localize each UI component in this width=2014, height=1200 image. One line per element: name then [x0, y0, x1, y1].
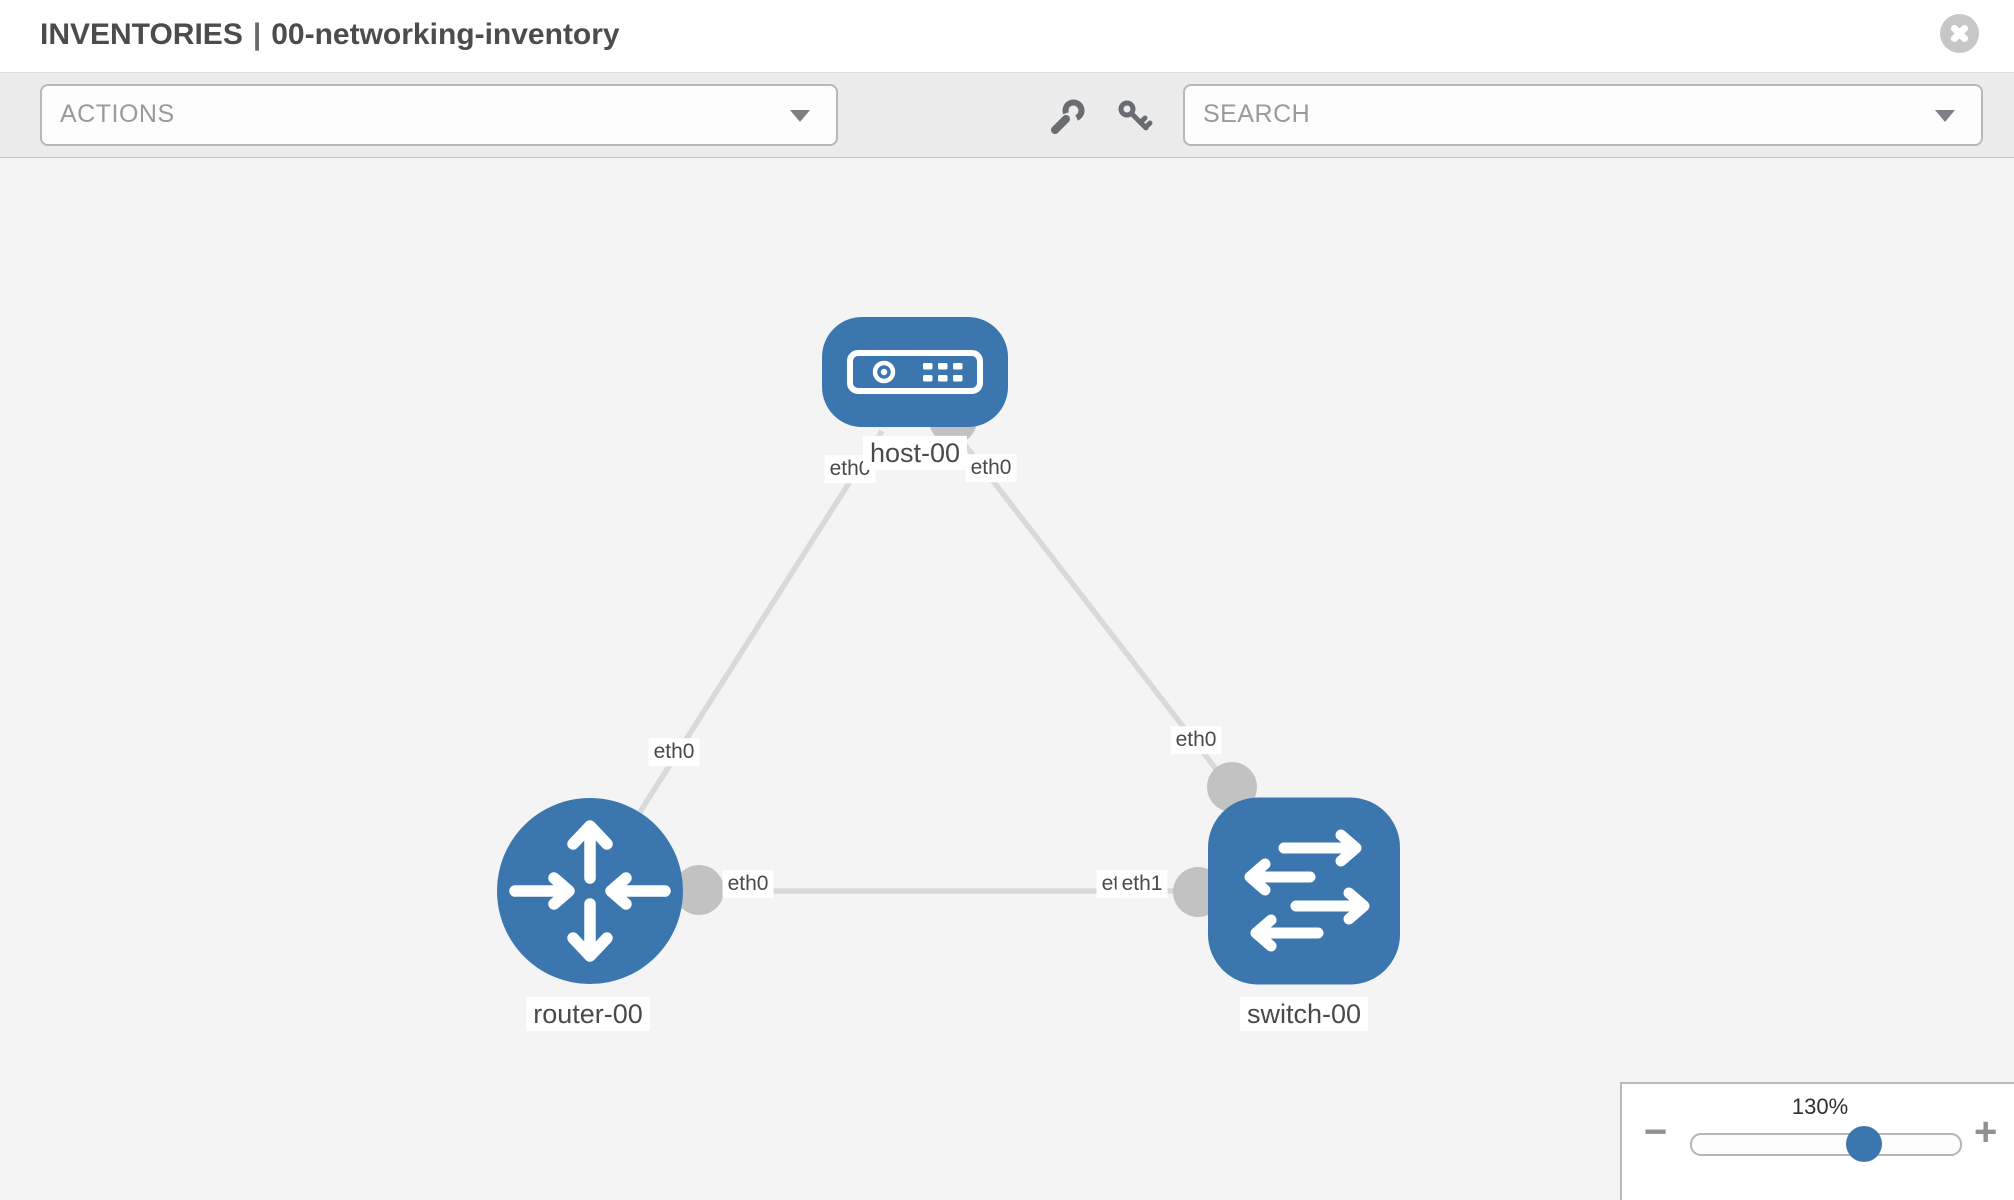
key-icon — [1118, 100, 1153, 131]
close-button[interactable] — [1940, 14, 1979, 53]
page-title: INVENTORIES | 00-networking-inventory — [40, 18, 620, 52]
node-switch-00[interactable] — [1208, 797, 1400, 985]
inventory-name: 00-networking-inventory — [271, 18, 620, 51]
page-header: INVENTORIES | 00-networking-inventory — [0, 0, 2014, 73]
credentials-key-button[interactable] — [1113, 97, 1157, 137]
zoom-out-button[interactable]: − — [1644, 1112, 1667, 1152]
node-host-00[interactable] — [822, 317, 1008, 427]
link-router-00--host-00 — [637, 429, 885, 814]
zoom-in-button[interactable]: + — [1974, 1112, 1997, 1152]
actions-dropdown[interactable]: ACTIONS — [40, 84, 838, 146]
zoom-slider-thumb[interactable] — [1845, 1126, 1882, 1162]
title-separator: | — [252, 18, 262, 51]
chevron-down-icon — [1935, 110, 1955, 122]
minus-icon: − — [1644, 1110, 1668, 1154]
node-router-00[interactable] — [497, 798, 683, 984]
router-arrows-icon — [509, 820, 671, 962]
zoom-panel: 130% − + — [1620, 1082, 2014, 1200]
search-dropdown[interactable]: SEARCH — [1183, 84, 1983, 146]
plus-icon: + — [1974, 1110, 1998, 1154]
configure-wrench-button[interactable] — [1045, 97, 1089, 137]
zoom-slider-track[interactable] — [1690, 1126, 1962, 1162]
toolbar: ACTIONS SEARCH — [0, 73, 2014, 158]
interface-bubble — [674, 865, 724, 915]
zoom-level-value: 130% — [1791, 1094, 1849, 1119]
section-title: INVENTORIES — [40, 18, 243, 51]
chevron-down-icon — [790, 110, 810, 122]
host-device-icon — [847, 350, 983, 394]
search-dropdown-label: SEARCH — [1203, 100, 1311, 128]
topology-svg — [497, 317, 1400, 985]
actions-dropdown-label: ACTIONS — [60, 100, 175, 128]
wrench-icon — [1051, 99, 1085, 134]
switch-arrows-icon — [1244, 829, 1370, 952]
link-host-00--switch-00 — [949, 426, 1236, 793]
